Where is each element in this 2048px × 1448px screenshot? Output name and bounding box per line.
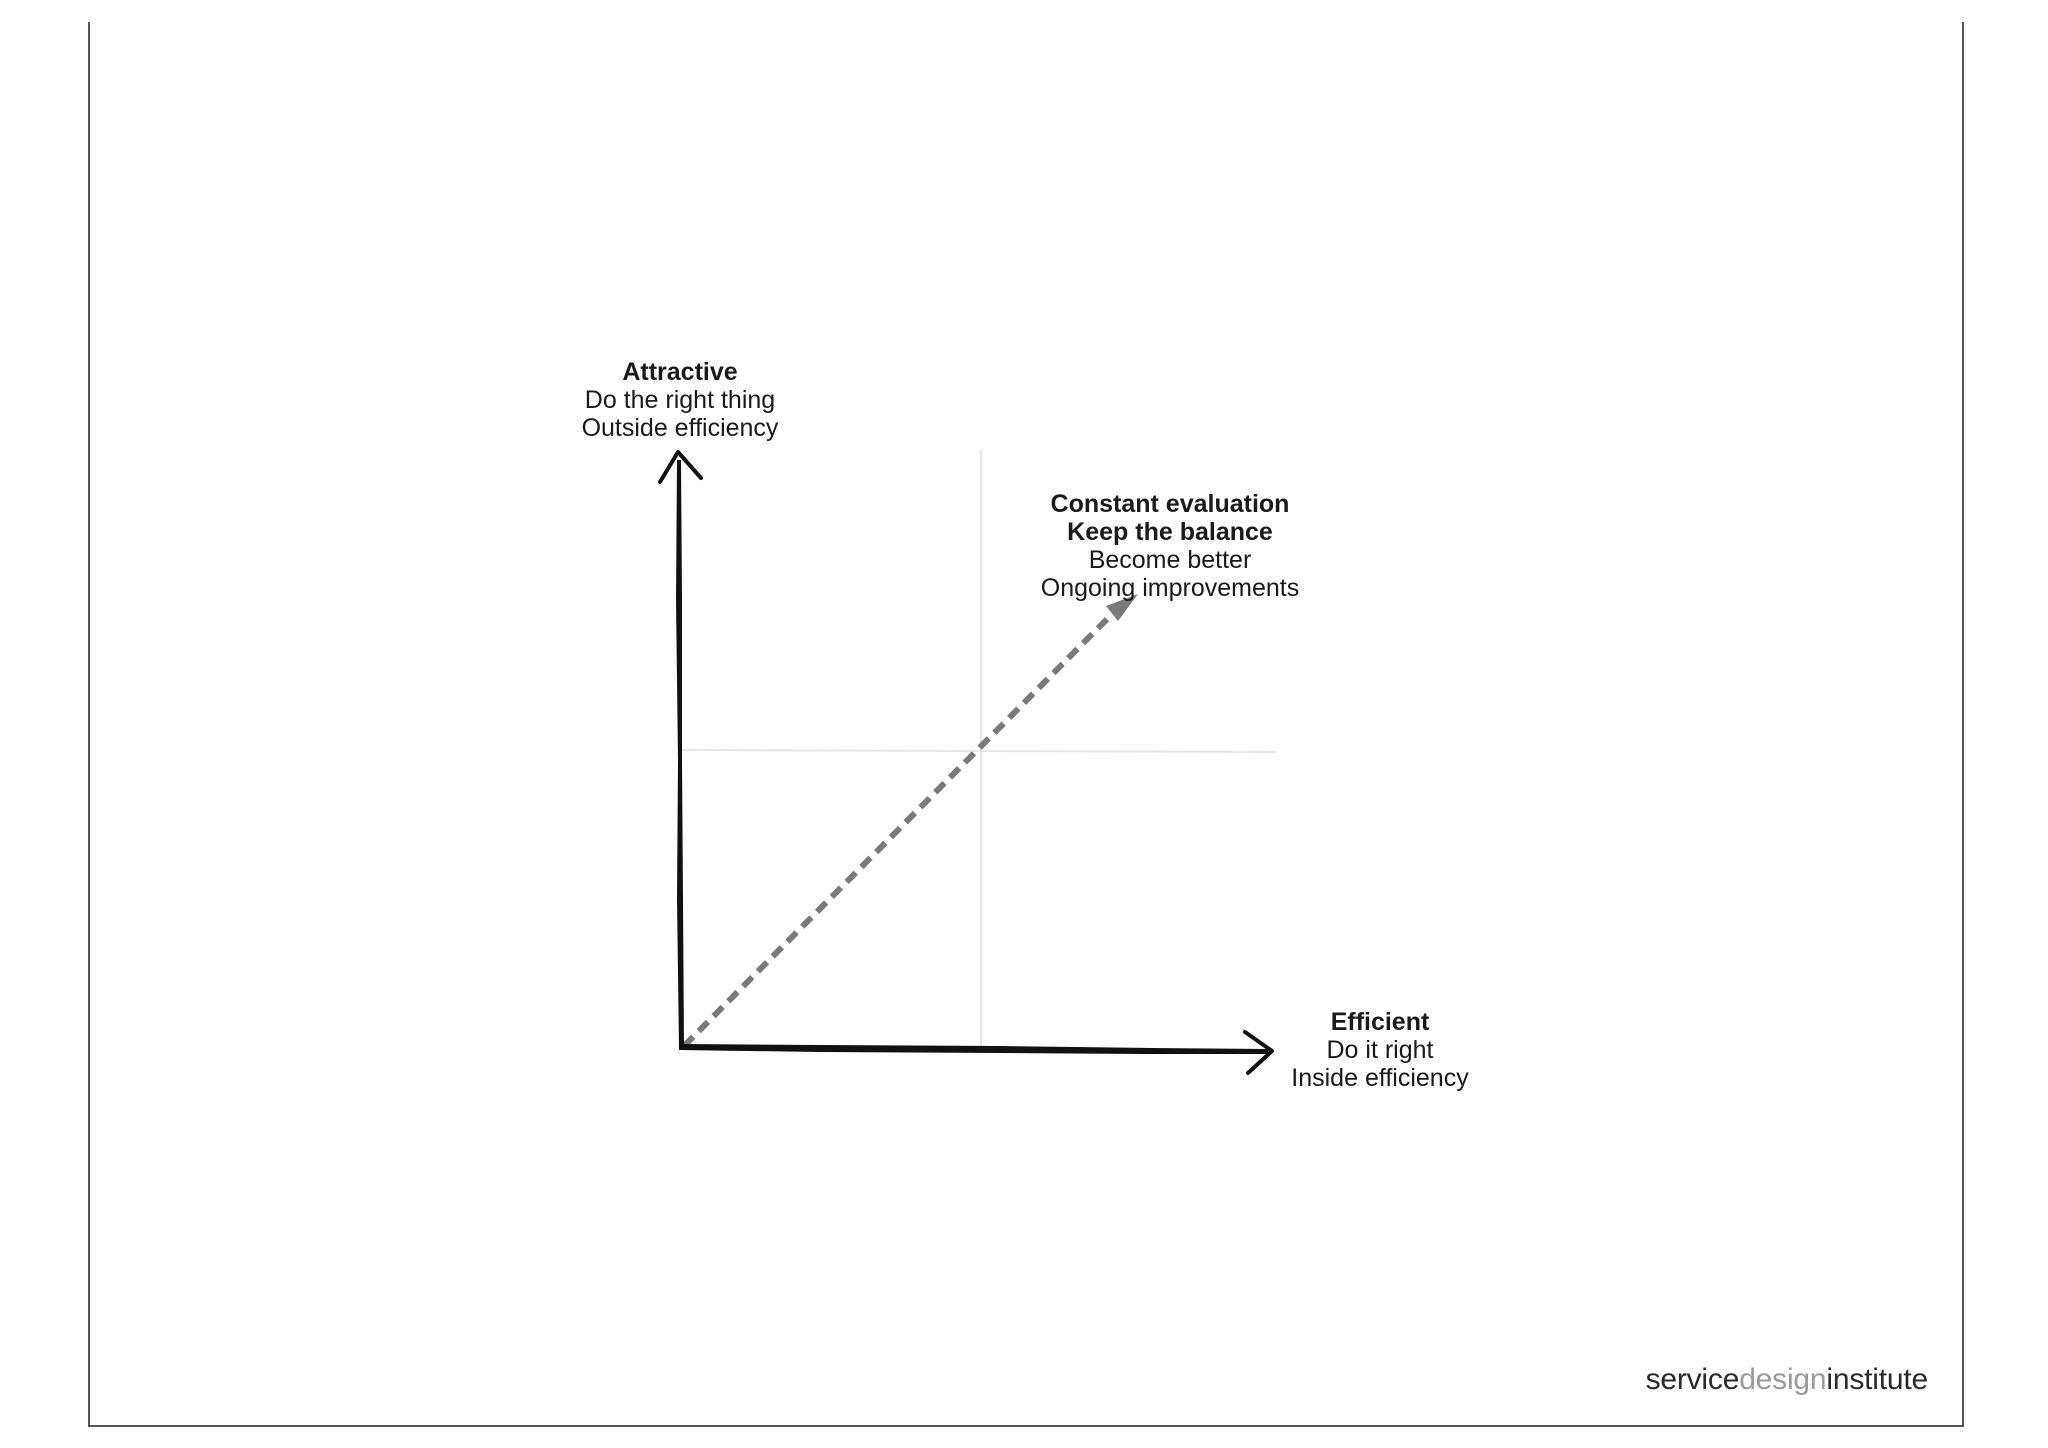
brand-part-design: design: [1739, 1363, 1827, 1396]
efficient-label: Efficient Do it right Inside efficiency: [1280, 1008, 1480, 1092]
vertical-axis-arrowhead: [658, 450, 703, 484]
attractive-title: Attractive: [622, 358, 738, 386]
attractive-line-2: Outside efficiency: [581, 414, 779, 442]
efficient-title: Efficient: [1330, 1008, 1430, 1036]
page-frame: [88, 22, 1964, 1427]
brand-part-institute: institute: [1826, 1363, 1928, 1396]
attractive-label: Attractive Do the right thing Outside ef…: [580, 358, 780, 442]
horizontal-axis-arrowhead: [1243, 1030, 1274, 1075]
goal-line-2: Ongoing improvements: [1040, 574, 1300, 602]
goal-line-1: Become better: [1088, 546, 1252, 574]
brand-logo: servicedesigninstitute: [1645, 1363, 1929, 1397]
goal-title-1: Constant evaluation: [1050, 490, 1290, 518]
improvement-arrow-head: [1106, 594, 1138, 621]
horizontal-axis: [679, 1044, 1268, 1054]
grid-line-horizontal: [679, 749, 1276, 753]
vertical-axis: [676, 460, 684, 1048]
goal-label: Constant evaluation Keep the balance Bec…: [1030, 490, 1310, 602]
brand-part-service: service: [1645, 1363, 1740, 1396]
efficient-line-1: Do it right: [1326, 1036, 1434, 1064]
improvement-arrow-line: [681, 605, 1121, 1049]
goal-title-2: Keep the balance: [1067, 518, 1273, 546]
attractive-line-1: Do the right thing: [584, 386, 776, 414]
efficient-line-2: Inside efficiency: [1291, 1064, 1469, 1092]
